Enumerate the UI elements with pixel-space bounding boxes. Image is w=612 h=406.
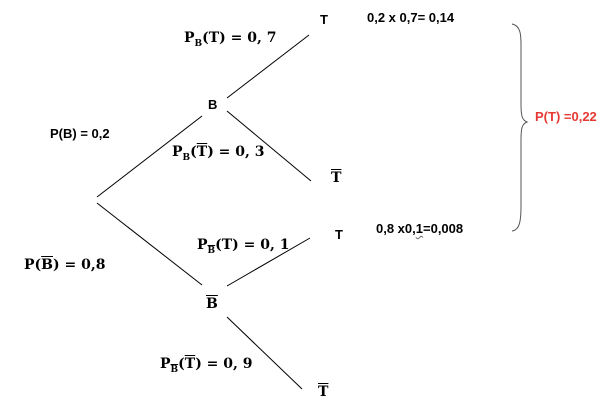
edge-B-notT [226, 110, 312, 182]
right-brace [511, 23, 529, 232]
product-upper: 0,2 x 0,7= 0,14 [367, 10, 455, 25]
label-P-B: P(B) = 0,2 [50, 126, 110, 141]
label-P-not-B: P(B) = 0,8 [24, 257, 106, 273]
label-PB-T: PB(T) = 0, 7 [184, 30, 277, 49]
node-not-T-lower: T [318, 384, 329, 400]
product-lower: 0,8 x0,1=0,008 [376, 221, 464, 236]
edge-B-T [226, 34, 310, 99]
edge-root-notB [96, 202, 203, 286]
node-not-T-upper: T [331, 170, 342, 186]
node-T-upper: T [320, 12, 328, 27]
node-T-lower: T [335, 227, 343, 242]
edge-notB-T [226, 237, 311, 287]
result-P-T: P(T) =0,22 [535, 109, 597, 124]
label-PB-not-T: PB(T) = 0, 3 [172, 144, 265, 163]
label-PnotB-T: PB(T) = 0, 1 [197, 237, 290, 256]
node-B: B [208, 97, 218, 112]
edge-notB-notT [226, 316, 303, 390]
label-PnotB-not-T: PB(T) = 0, 9 [160, 356, 253, 375]
edge-root-B [96, 115, 203, 198]
node-not-B: B [206, 296, 218, 312]
